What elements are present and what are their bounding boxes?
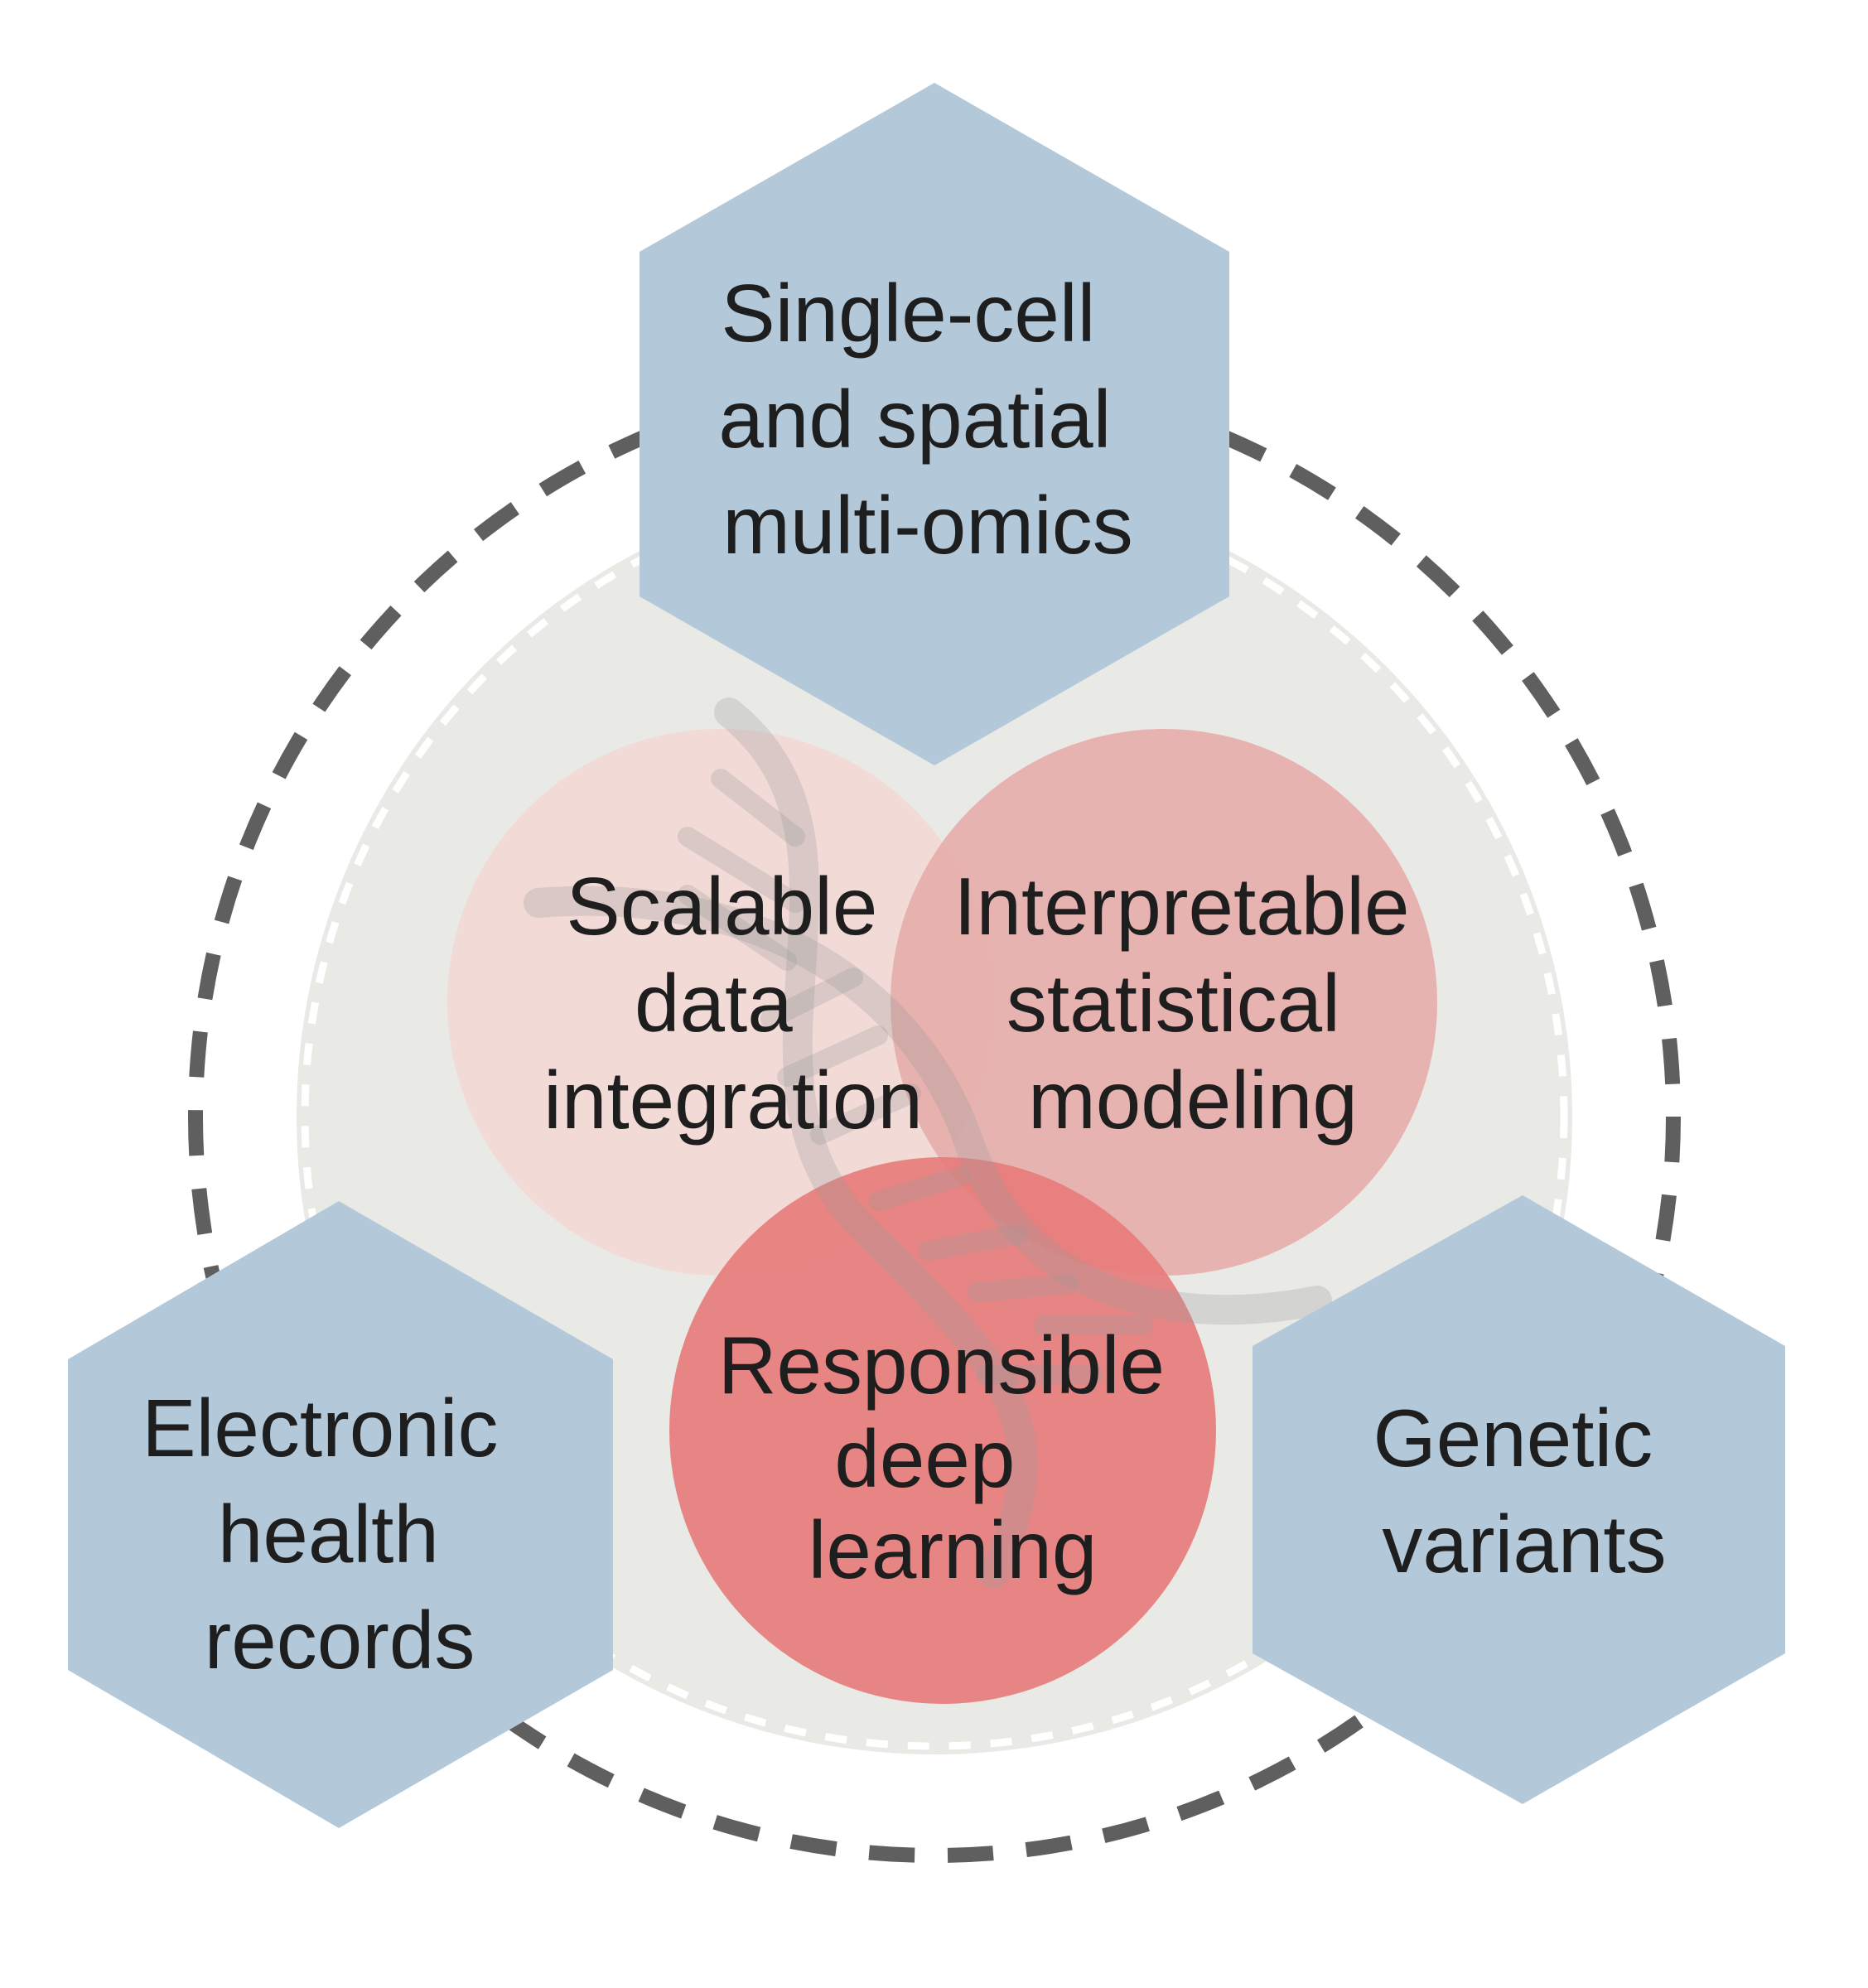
circle-responsible-line-1: Responsible [718,1320,1165,1411]
hexagon-bottom-right-label: Genetic variants [1373,1392,1676,1590]
hexagon-top-label: Single-cell and spatial multi-omics [718,268,1133,571]
circle-scalable-line-1: Scalable [566,861,877,952]
circle-interpretable-line-1: Interpretable [953,861,1409,952]
circle-interpretable-line-2: statistical [1006,958,1340,1049]
inner-disc-border [301,483,1568,1750]
circle-interpretable [891,729,1437,1276]
hexagon-bottom-left-line-2: health [218,1489,439,1580]
circle-responsible-line-3: learning [809,1504,1098,1595]
hexagon-bottom-right-line-1: Genetic [1373,1392,1653,1484]
circle-scalable-line-3: integration [543,1054,923,1146]
circle-scalable [447,729,994,1276]
hexagon-bottom-left [68,1201,613,1828]
dna-helix-watermark-icon [524,697,1332,1589]
circle-scalable-line-2: data [635,958,793,1049]
circle-responsible-line-2: deep [834,1413,1015,1504]
hexagon-top-line-2: and spatial [718,374,1111,465]
hexagon-bottom-right [1253,1195,1785,1804]
hexagon-bottom-left-line-3: records [205,1595,475,1686]
hexagon-top-line-3: multi-omics [722,480,1132,571]
circle-responsible [669,1157,1216,1704]
circle-interpretable-label: Interpretable statistical modeling [953,861,1431,1146]
hexagon-bottom-left-label: Electronic health records [142,1382,521,1686]
hexagon-top-line-1: Single-cell [721,268,1095,359]
hexagon-bottom-right-line-2: variants [1382,1498,1666,1590]
hexagon-top [640,83,1229,765]
circle-responsible-label: Responsible deep learning [718,1320,1188,1595]
hexagon-bottom-left-line-1: Electronic [142,1382,498,1474]
circle-scalable-label: Scalable data integration [543,861,923,1146]
circle-interpretable-line-3: modeling [1028,1054,1358,1146]
